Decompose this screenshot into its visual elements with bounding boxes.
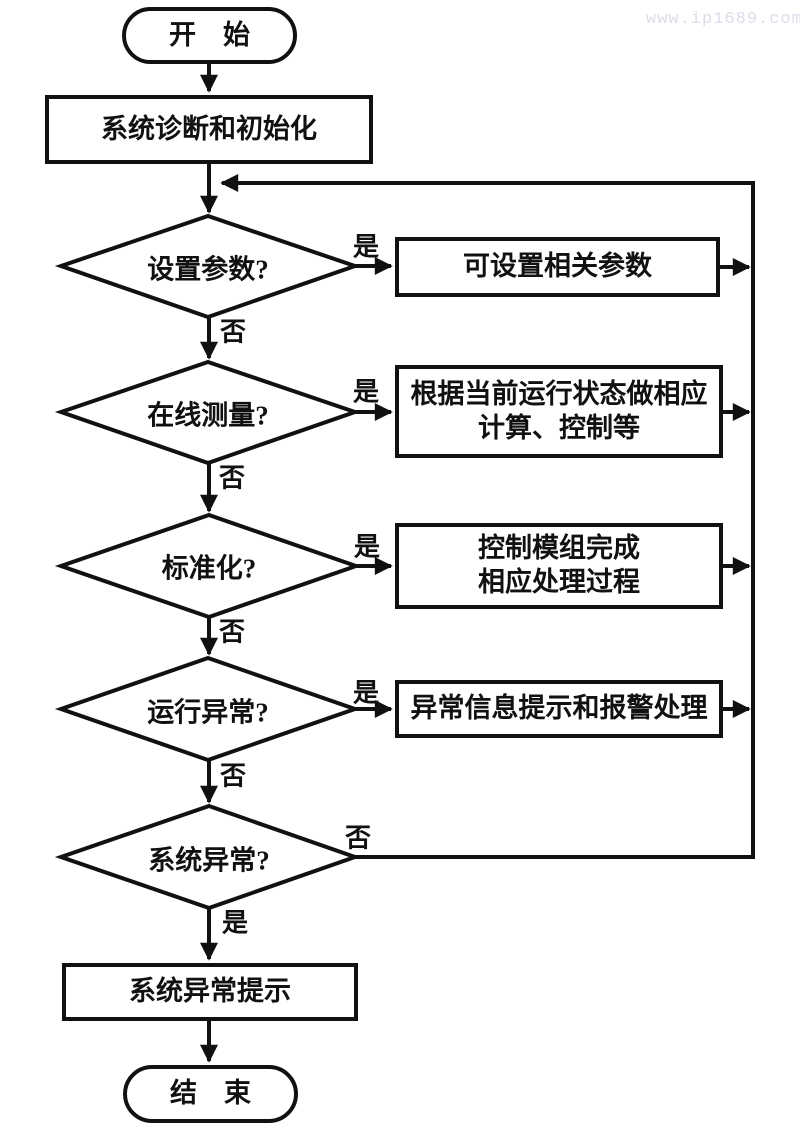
edge-label-d2-no: 否 [218, 463, 246, 493]
process-system-alert: 系统异常提示 [62, 963, 358, 1021]
edge-label-d3-yes: 是 [353, 532, 381, 562]
start-label: 开 始 [169, 19, 250, 50]
process-alarm-handle-label: 异常信息提示和报警处理 [410, 693, 708, 724]
process-control-module-line2: 相应处理过程 [478, 567, 640, 597]
edge-label-d3-no: 否 [218, 617, 246, 647]
decision-standardize-label: 标准化? [161, 553, 257, 584]
process-alarm-handle: 异常信息提示和报警处理 [395, 680, 723, 738]
decision-set-params [54, 213, 362, 320]
process-init-label: 系统诊断和初始化 [101, 113, 317, 144]
edge-label-d4-no: 否 [219, 761, 247, 791]
process-control-module: 控制模组完成 相应处理过程 [395, 523, 723, 609]
process-init: 系统诊断和初始化 [45, 95, 373, 164]
process-calc-control: 根据当前运行状态做相应 计算、控制等 [395, 365, 723, 458]
decision-run-abnormal-label: 运行异常? [147, 697, 269, 728]
process-system-alert-label: 系统异常提示 [129, 976, 291, 1007]
watermark: www.ip1689.com [646, 10, 800, 29]
decision-system-abnormal [54, 803, 362, 911]
edge-loop-rail [220, 174, 755, 859]
process-set-params: 可设置相关参数 [395, 237, 720, 297]
end-terminator: 结 束 [123, 1065, 298, 1123]
decision-system-abnormal-label: 系统异常? [148, 845, 270, 876]
end-label: 结 束 [170, 1078, 251, 1109]
process-control-module-line1: 控制模组完成 [478, 533, 640, 564]
edge-label-d1-no: 否 [219, 317, 247, 347]
decision-online-measure [54, 359, 362, 466]
decision-standardize [54, 512, 363, 620]
start-terminator: 开 始 [122, 7, 297, 64]
decision-run-abnormal [54, 655, 362, 763]
decision-set-params-label: 设置参数? [147, 254, 269, 285]
process-set-params-label: 可设置相关参数 [463, 251, 652, 282]
edge-label-d5-no: 否 [344, 823, 372, 853]
decision-online-measure-label: 在线测量? [147, 400, 269, 431]
process-calc-control-line2: 计算、控制等 [478, 412, 640, 443]
edge-label-d4-yes: 是 [352, 678, 380, 708]
edge-label-d2-yes: 是 [352, 377, 380, 407]
edge-label-d5-yes: 是 [221, 908, 249, 938]
edge-label-d1-yes: 是 [352, 232, 380, 262]
process-calc-control-line1: 根据当前运行状态做相应 [410, 378, 708, 409]
